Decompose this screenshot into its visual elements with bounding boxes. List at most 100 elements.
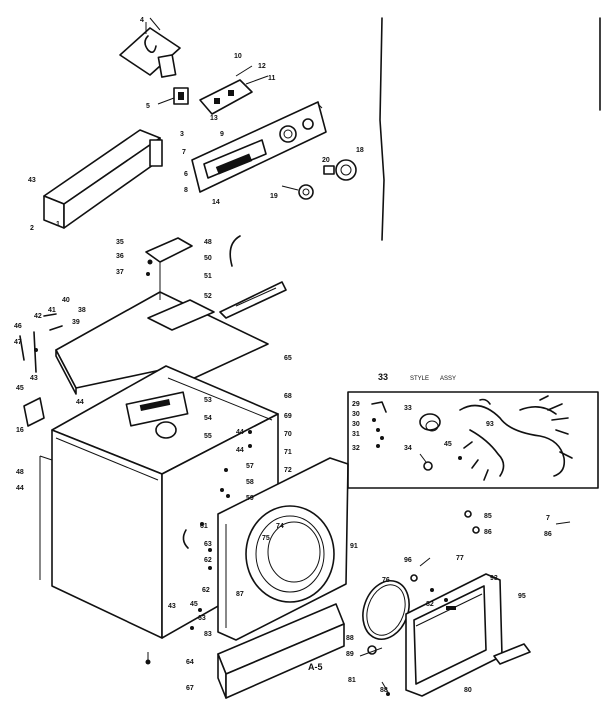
label-43b: 43 [30,375,38,382]
label-75: 75 [262,535,270,542]
part-wiring-panel [347,391,599,489]
part-timer-bracket [199,65,269,115]
wiring-header-text-2: ASSY [440,376,456,382]
label-40: 40 [62,297,70,304]
label-48: 48 [204,239,212,246]
label-67: 67 [186,685,194,692]
label-34: 34 [404,445,412,452]
label-59: 59 [246,495,254,502]
label-88: 88 [346,635,354,642]
label-96: 96 [404,557,412,564]
part-control-panel [191,101,327,193]
label-93b: 93 [490,575,498,582]
label-76: 76 [382,577,390,584]
part-mounting-bracket [119,17,181,78]
label-69: 69 [284,413,292,420]
label-64: 64 [186,659,194,666]
part-labels: 4 10 12 11 5 13 3 9 7 6 8 14 18 20 19 43… [14,17,552,694]
label-44: 44 [76,399,84,406]
label-39: 39 [72,319,80,326]
label-62b: 62 [202,587,210,594]
label-13: 13 [210,115,218,122]
label-63b: 63 [198,615,206,622]
label-42: 42 [34,313,42,320]
part-wire-arc [229,235,241,267]
label-81: 81 [348,677,356,684]
label-52: 52 [204,293,212,300]
label-45b: 45 [190,601,198,608]
label-18: 18 [356,147,364,154]
label-65: 65 [284,355,292,362]
label-63: 63 [204,541,212,548]
label-29: 29 [352,401,360,408]
label-43c: 43 [168,603,176,610]
label-12: 12 [258,63,266,70]
label-11: 11 [268,75,276,82]
part-door-handle [493,643,531,665]
part-screws-right [464,510,571,534]
label-a5: A-5 [308,662,323,672]
label-35: 35 [116,239,124,246]
label-55: 55 [204,433,212,440]
label-10: 10 [234,53,242,60]
label-8: 8 [184,187,188,194]
label-71: 71 [284,449,292,456]
label-44c: 44 [236,429,244,436]
wiring-header-text: STYLE [410,376,429,382]
label-14: 14 [212,199,220,206]
label-87: 87 [236,591,244,598]
label-16: 16 [16,427,24,434]
part-switch [157,87,189,105]
label-93: 93 [486,421,494,428]
part-heater-assembly [125,391,189,439]
part-knobs [281,159,357,200]
label-70: 70 [284,431,292,438]
label-7: 7 [182,149,186,156]
part-toe-panel [217,603,345,699]
part-small-plate [23,397,45,427]
label-4: 4 [140,17,144,24]
label-86b: 86 [544,531,552,538]
label-62: 62 [204,557,212,564]
label-7b: 7 [546,515,550,522]
label-46: 46 [14,323,22,330]
label-74: 74 [276,523,284,530]
label-38: 38 [78,307,86,314]
label-83: 83 [204,631,212,638]
label-53: 53 [204,397,212,404]
label-47: 47 [14,339,22,346]
part-hardware-left [19,313,63,373]
label-2: 2 [30,225,34,232]
label-77: 77 [456,555,464,562]
label-61: 61 [200,523,208,530]
label-37: 37 [116,269,124,276]
label-48b: 48 [16,469,24,476]
label-32: 32 [352,445,360,452]
label-86: 86 [484,529,492,536]
part-door [405,573,503,697]
label-51: 51 [204,273,212,280]
label-95: 95 [518,593,526,600]
label-30: 30 [352,411,360,418]
label-72: 72 [284,467,292,474]
label-80: 80 [464,687,472,694]
label-33: 33 [404,405,412,412]
label-54: 54 [204,415,212,422]
part-cam [219,281,287,319]
label-44d: 44 [236,447,244,454]
label-5: 5 [146,103,150,110]
part-front-panel [217,457,349,641]
label-91: 91 [350,543,358,550]
part-lint-bracket [145,237,193,300]
label-31: 31 [352,431,360,438]
label-85: 85 [484,513,492,520]
part-console-backsplash [43,129,163,229]
label-88b: 88 [380,687,388,694]
label-82: 82 [426,601,434,608]
label-68: 68 [284,393,292,400]
label-1: 1 [56,221,60,228]
label-36: 36 [116,253,124,260]
label-43: 43 [28,177,36,184]
part-cabinet-hardware [145,430,252,665]
